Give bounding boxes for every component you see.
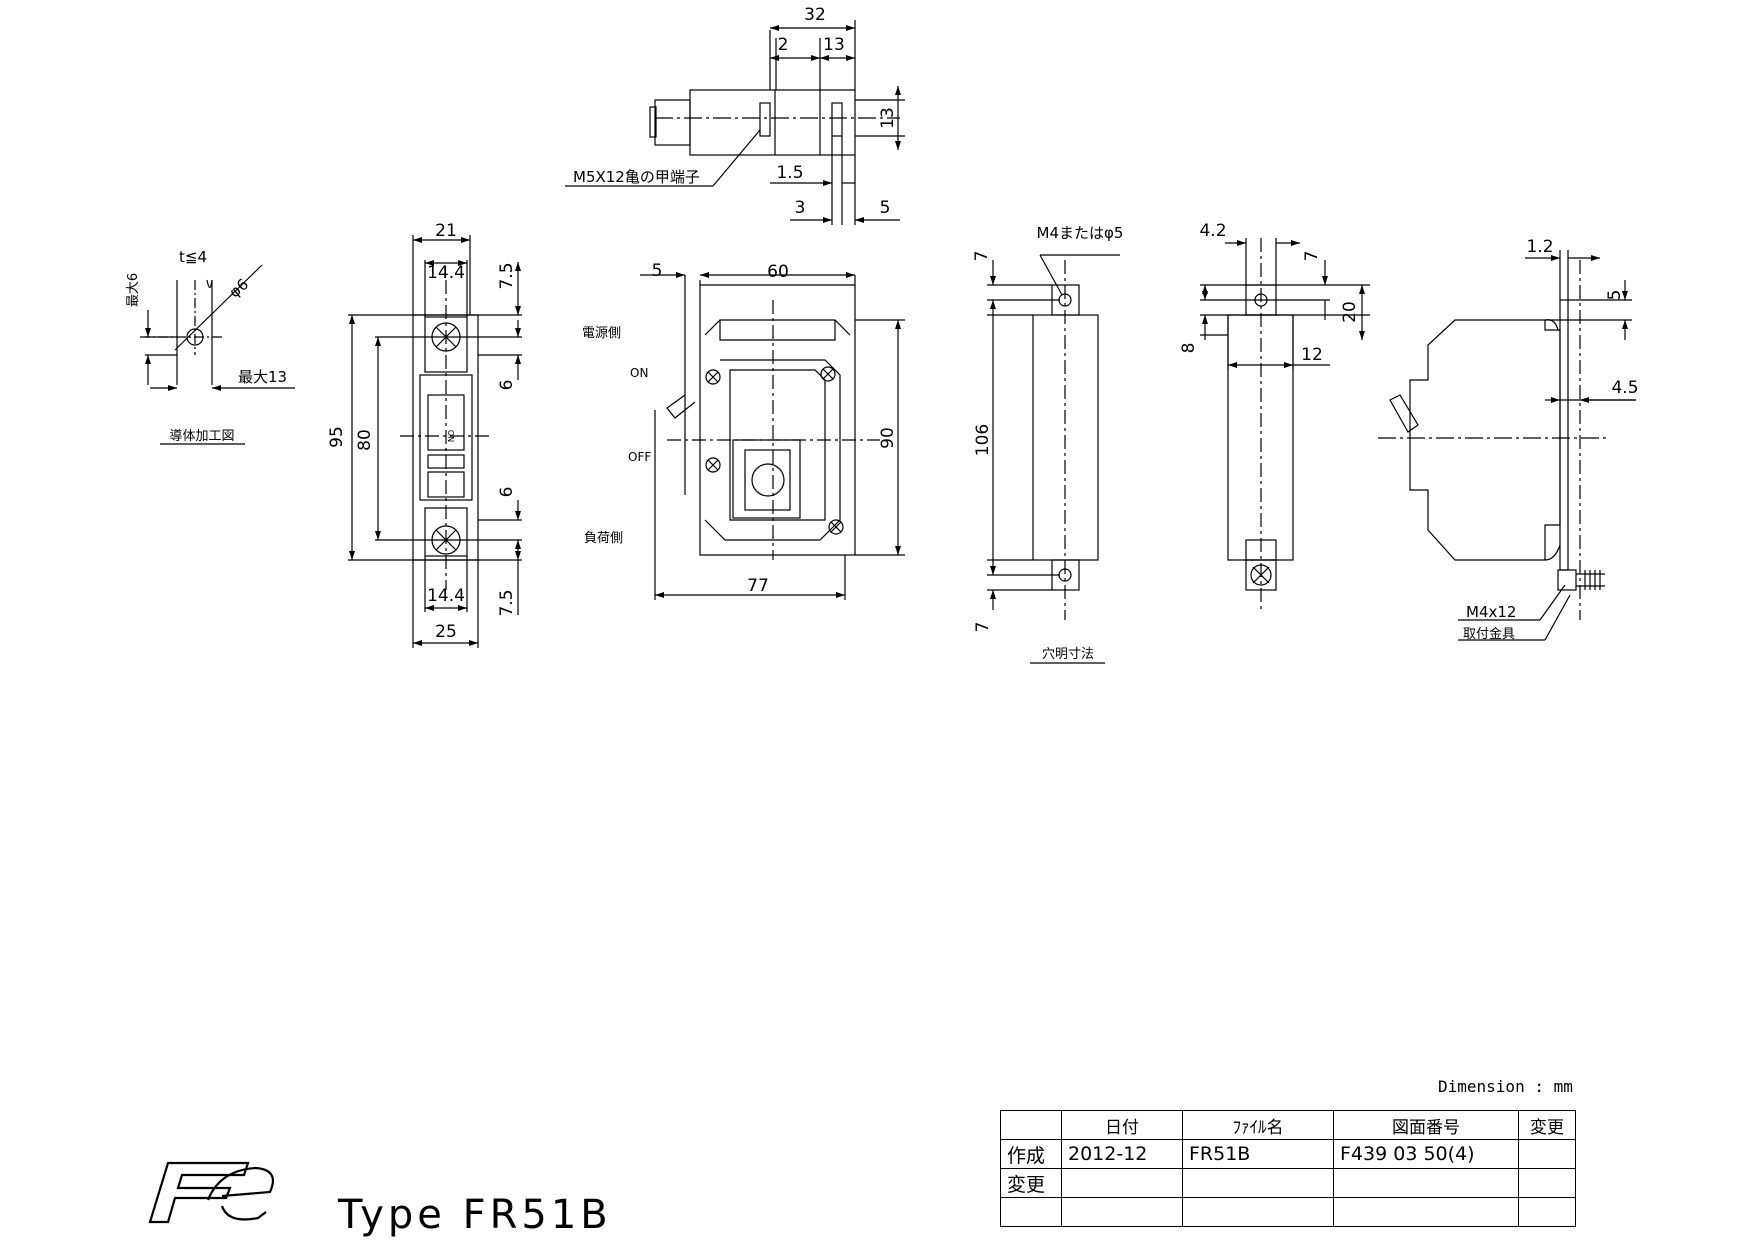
title-block: 日付 ﾌｧｲﾙ名 図面番号 変更 作成 2012-12 FR51B F439 0… [1000,1110,1576,1227]
max6-label: 最大6 [126,273,141,307]
header-cell [1000,1110,1062,1140]
dim-7-5-bottom: 7.5 [497,589,517,616]
dim-5-bracket: 5 [1605,290,1625,301]
dim-6-top: 6 [497,380,517,391]
dim-90: 90 [878,427,898,449]
header-filename: ﾌｧｲﾙ名 [1182,1110,1334,1140]
change-cell [1518,1168,1576,1198]
dim-7-5-top: 7.5 [497,262,517,289]
dim-7-hole-bottom: 7 [973,622,993,633]
line-side-label: 電源側 [582,326,621,341]
max13-label: 最大13 [238,368,287,386]
bracket-view [1378,250,1636,641]
dim-32: 32 [804,5,826,25]
hole-spec-label: M4またはφ5 [1037,224,1124,242]
terminal-label: M5X12亀の甲端子 [573,168,700,186]
dim-7-side-hole: 7 [1302,251,1322,262]
dim-77: 77 [747,576,769,596]
dim-4-2: 4.2 [1199,221,1226,241]
dim-60: 60 [767,262,789,282]
dim-1-5: 1.5 [776,163,803,183]
hole-view [987,254,1120,664]
conductor-detail [140,264,295,445]
title-block-row: 作成 2012-12 FR51B F439 03 50(4) [1000,1139,1576,1169]
dim-25: 25 [435,622,457,642]
side-view [640,272,905,600]
type-label: Type FR51B [338,1192,612,1238]
side-hole-view [1200,238,1370,610]
title-block-row: 変更 [1000,1168,1576,1198]
hole-title: 穴明寸法 [1042,647,1094,662]
dim-106: 106 [973,424,993,456]
date-cell: 2012-12 [1061,1139,1183,1169]
header-date: 日付 [1061,1110,1183,1140]
conductor-title: 導体加工図 [169,429,234,444]
change-cell [1518,1139,1576,1169]
header-change: 変更 [1518,1110,1576,1140]
filename-cell [1182,1168,1334,1198]
header-drawing-no: 図面番号 [1333,1110,1519,1140]
date-cell [1061,1197,1183,1227]
drawing-no-cell: F439 03 50(4) [1333,1139,1519,1169]
dim-95: 95 [327,426,347,448]
filename-cell [1182,1197,1334,1227]
screw-label: M4x12 [1466,603,1516,621]
dim-8: 8 [1179,343,1199,354]
drawing-no-cell [1333,1197,1519,1227]
drawing-no-cell [1333,1168,1519,1198]
filename-cell: FR51B [1182,1139,1334,1169]
dim-13-right: 13 [878,107,898,129]
t-le4-label: t≦4 [179,248,207,266]
dim-80: 80 [355,429,375,451]
dim-2: 2 [778,35,789,55]
title-block-row [1000,1197,1576,1227]
date-cell [1061,1168,1183,1198]
dim-5-side: 5 [652,261,663,281]
dim-1-2: 1.2 [1526,237,1553,257]
toggle-on-label: ON [446,430,455,442]
on-label: ON [630,366,648,380]
dim-3: 3 [795,198,806,218]
change-cell [1518,1197,1576,1227]
title-block-header: 日付 ﾌｧｲﾙ名 図面番号 変更 [1000,1110,1576,1140]
bracket-label: 取付金具 [1463,626,1515,642]
dim-5-top: 5 [880,198,891,218]
dim-21: 21 [435,221,457,241]
unit-note: Dimension : mm [1438,1077,1573,1096]
front-view [348,235,522,648]
row-label: 変更 [1000,1168,1062,1198]
dim-20: 20 [1340,301,1360,323]
dim-6-bottom: 6 [497,487,517,498]
dim-4-5: 4.5 [1611,378,1638,398]
fe-logo [148,1161,274,1224]
dim-14-4-top: 14.4 [427,263,465,283]
dim-12: 12 [1301,345,1323,365]
top-view [565,20,905,225]
load-side-label: 負荷側 [584,531,623,546]
dim-7-hole-top: 7 [972,251,992,262]
off-label: OFF [628,450,651,464]
row-label [1000,1197,1062,1227]
dim-13-top: 13 [823,35,845,55]
row-label: 作成 [1000,1139,1062,1169]
dim-14-4-bottom: 14.4 [427,586,465,606]
